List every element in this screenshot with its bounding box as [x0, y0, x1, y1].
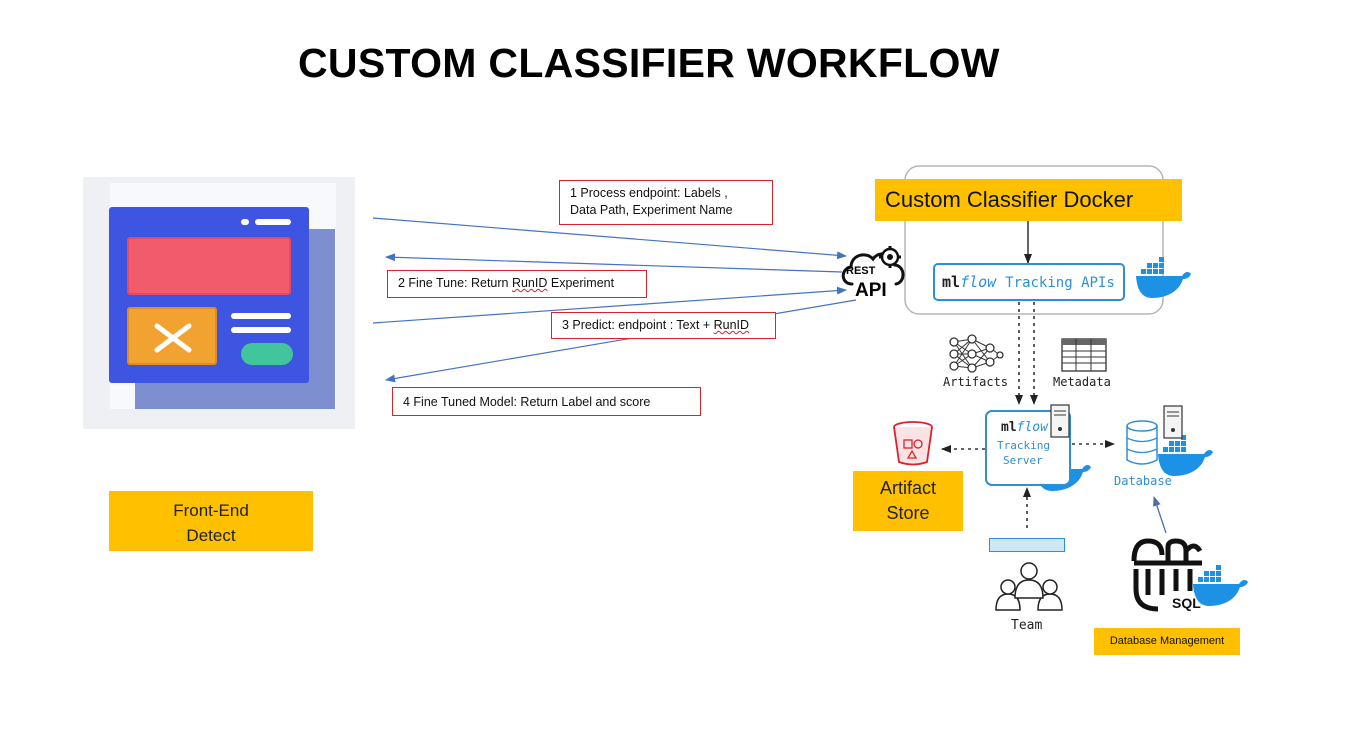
- artifact-store-label: Artifact Store: [853, 471, 963, 531]
- team-input-bar: [989, 538, 1065, 552]
- db-server-icon: [1163, 405, 1183, 439]
- cloud-icon: [841, 246, 905, 286]
- arrow-step3: [372, 286, 847, 324]
- page-title: CUSTOM CLASSIFIER WORKFLOW: [298, 40, 1000, 86]
- step3-box: 3 Predict: endpoint : Text + RunID: [551, 312, 776, 339]
- database-icon: [1124, 418, 1164, 468]
- metadata-icon: [1061, 338, 1107, 372]
- close-icon: [154, 323, 192, 353]
- metadata-label: Metadata: [1053, 375, 1111, 389]
- rest-api-icon: REST API: [838, 244, 910, 306]
- ui-red-block: [127, 237, 291, 295]
- ui-window: [109, 207, 309, 383]
- database-label: Database: [1114, 474, 1172, 488]
- bucket-icon: [890, 420, 936, 466]
- step1-box: 1 Process endpoint: Labels , Data Path, …: [559, 180, 773, 225]
- docker-container: [904, 165, 1164, 315]
- server-icon: [1050, 404, 1070, 438]
- team-icon: [993, 560, 1065, 612]
- frontend-label: Front-End Detect: [109, 491, 313, 551]
- arrow-step4: [385, 299, 857, 383]
- ui-green-button: [241, 343, 293, 365]
- arrow-step2: [385, 253, 843, 273]
- step4-box: 4 Fine Tuned Model: Return Label and sco…: [392, 387, 701, 416]
- team-label: Team: [1011, 618, 1043, 633]
- artifacts-icon: [944, 334, 1004, 374]
- frontend-illustration: [83, 177, 355, 429]
- artifacts-label: Artifacts: [943, 375, 1009, 389]
- ui-orange-block: [127, 307, 217, 365]
- mlflow-tracking-apis: mlflow Tracking APIs: [933, 263, 1125, 301]
- docker-title: Custom Classifier Docker: [875, 179, 1182, 221]
- step2-box: 2 Fine Tune: Return RunID Experiment: [387, 270, 647, 298]
- sql-tool-icon: SQL: [1128, 535, 1208, 615]
- arrow-step1: [372, 217, 847, 260]
- db-management-label: Database Management: [1094, 628, 1240, 655]
